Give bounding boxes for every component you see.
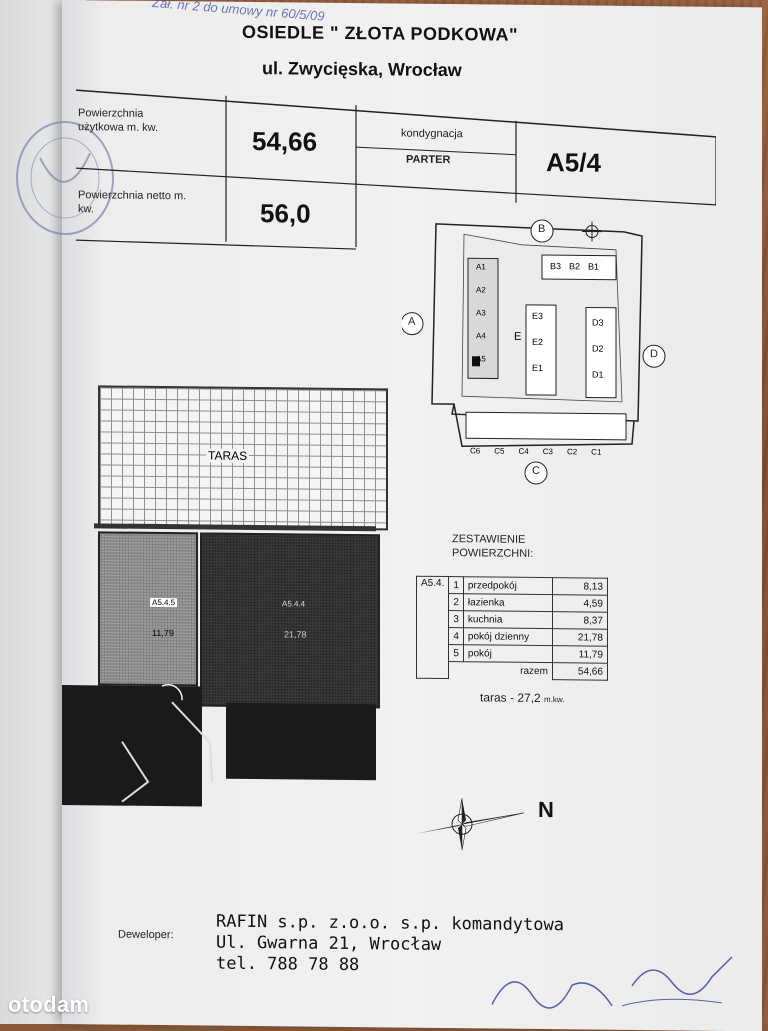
building-d1: D1: [592, 370, 604, 380]
buildings-c-row: C6 C5 C4 C3 C2 C1: [470, 446, 601, 456]
summary-title: ZESTAWIENIE POWIERZCHNI:: [452, 532, 533, 561]
building-a5: A5: [476, 354, 486, 363]
building-b1: B1: [588, 262, 599, 272]
usable-area-value: 54,66: [252, 126, 317, 158]
row-name: przedpokój: [463, 577, 552, 595]
document-page: Zał. nr 2 do umowy nr 60/5/09 OSIEDLE " …: [62, 0, 762, 1031]
room1-area: 11,79: [152, 628, 174, 638]
building-c2: C2: [567, 447, 577, 456]
site-label-b: B: [538, 223, 545, 235]
usable-area-label: Powierzchnia użytkowa m. kw.: [78, 106, 188, 135]
room2-area: 21,78: [284, 629, 307, 639]
north-label: N: [538, 797, 554, 823]
row-name: pokój: [463, 645, 552, 663]
summary-title-line2: POWIERZCHNI:: [452, 546, 533, 561]
site-label-d: D: [650, 348, 658, 360]
building-c5: C5: [494, 447, 504, 456]
plan-door-lines: [62, 681, 382, 834]
row-no: 1: [449, 577, 464, 594]
building-b2: B2: [569, 261, 580, 271]
net-area-value: 56,0: [260, 198, 311, 230]
developer-label: Deweloper:: [118, 929, 174, 942]
estate-address: ul. Zwycięska, Wrocław: [262, 58, 462, 81]
table-row: A5.4. 1 przedpokój 8,13: [417, 576, 608, 595]
watermark-logo: otodam: [8, 992, 89, 1018]
room-bedroom: [98, 531, 198, 686]
building-c6: C6: [470, 446, 480, 455]
building-e3: E3: [532, 311, 543, 321]
row-name: pokój dzienny: [463, 628, 552, 646]
building-a4: A4: [476, 331, 486, 340]
row-no: 4: [449, 628, 464, 645]
building-a1: A1: [476, 262, 486, 271]
building-c1: C1: [591, 448, 601, 457]
building-a2: A2: [476, 285, 486, 294]
storey-label: kondygnacja: [401, 128, 463, 141]
building-c3: C3: [543, 447, 553, 456]
estate-title: OSIEDLE " ZŁOTA PODKOWA": [242, 22, 518, 46]
row-name: kuchnia: [463, 611, 552, 629]
terrace-label: TARAS: [206, 449, 249, 463]
row-area: 8,37: [552, 612, 607, 630]
row-no: 2: [449, 594, 464, 611]
total-label: razem: [463, 662, 552, 680]
building-a3: A3: [476, 308, 486, 317]
handwritten-note: Zał. nr 2 do umowy nr 60/5/09: [152, 0, 325, 24]
row-area: 21,78: [552, 629, 607, 647]
building-c4: C4: [518, 447, 528, 456]
storey-value: PARTER: [406, 154, 450, 166]
compass-rose-icon: [412, 784, 542, 865]
building-e2: E2: [532, 337, 543, 347]
row-area: 8,13: [552, 578, 607, 596]
row-area: 4,59: [552, 595, 607, 613]
summary-table: A5.4. 1 przedpokój 8,13 2 łazienka 4,59 …: [416, 576, 608, 681]
terrace-area-unit: m.kw.: [544, 695, 564, 704]
site-label-c: C: [532, 465, 540, 477]
summary-unit: A5.4.: [417, 576, 449, 678]
buildings-e-col: E3 E2 E1: [532, 311, 543, 373]
terrace-area-line: taras - 27,2 m.kw.: [480, 690, 565, 705]
summary-title-line1: ZESTAWIENIE: [452, 532, 533, 547]
buildings-a-col: A1 A2 A3 A4 A5: [476, 262, 486, 363]
row-name: łazienka: [463, 594, 552, 612]
site-label-a: A: [408, 316, 415, 328]
building-b3: B3: [550, 261, 561, 271]
terrace-area-text: taras - 27,2: [480, 690, 541, 705]
building-d3: D3: [592, 318, 604, 328]
building-e-letter: E: [514, 331, 521, 343]
row-no: 3: [449, 611, 464, 628]
room1-code: A5.4.5: [150, 598, 177, 607]
net-area-label: Powierzchnia netto m. kw.: [78, 188, 188, 217]
building-d2: D2: [592, 344, 604, 354]
unit-code: A5/4: [546, 147, 601, 179]
row-no: 5: [449, 645, 464, 662]
total-value: 54,66: [552, 663, 607, 681]
building-e1: E1: [532, 363, 543, 373]
handwritten-signatures: [482, 944, 742, 1027]
buildings-d-col: D3 D2 D1: [592, 318, 604, 380]
buildings-b-row: B3 B2 B1: [550, 261, 599, 272]
row-area: 11,79: [552, 646, 607, 664]
room2-code: A5.4.4: [282, 599, 305, 608]
site-plan: B A D C B3 B2 B1 A1 A2 A3 A4 A5 E E3 E2 …: [402, 214, 702, 497]
